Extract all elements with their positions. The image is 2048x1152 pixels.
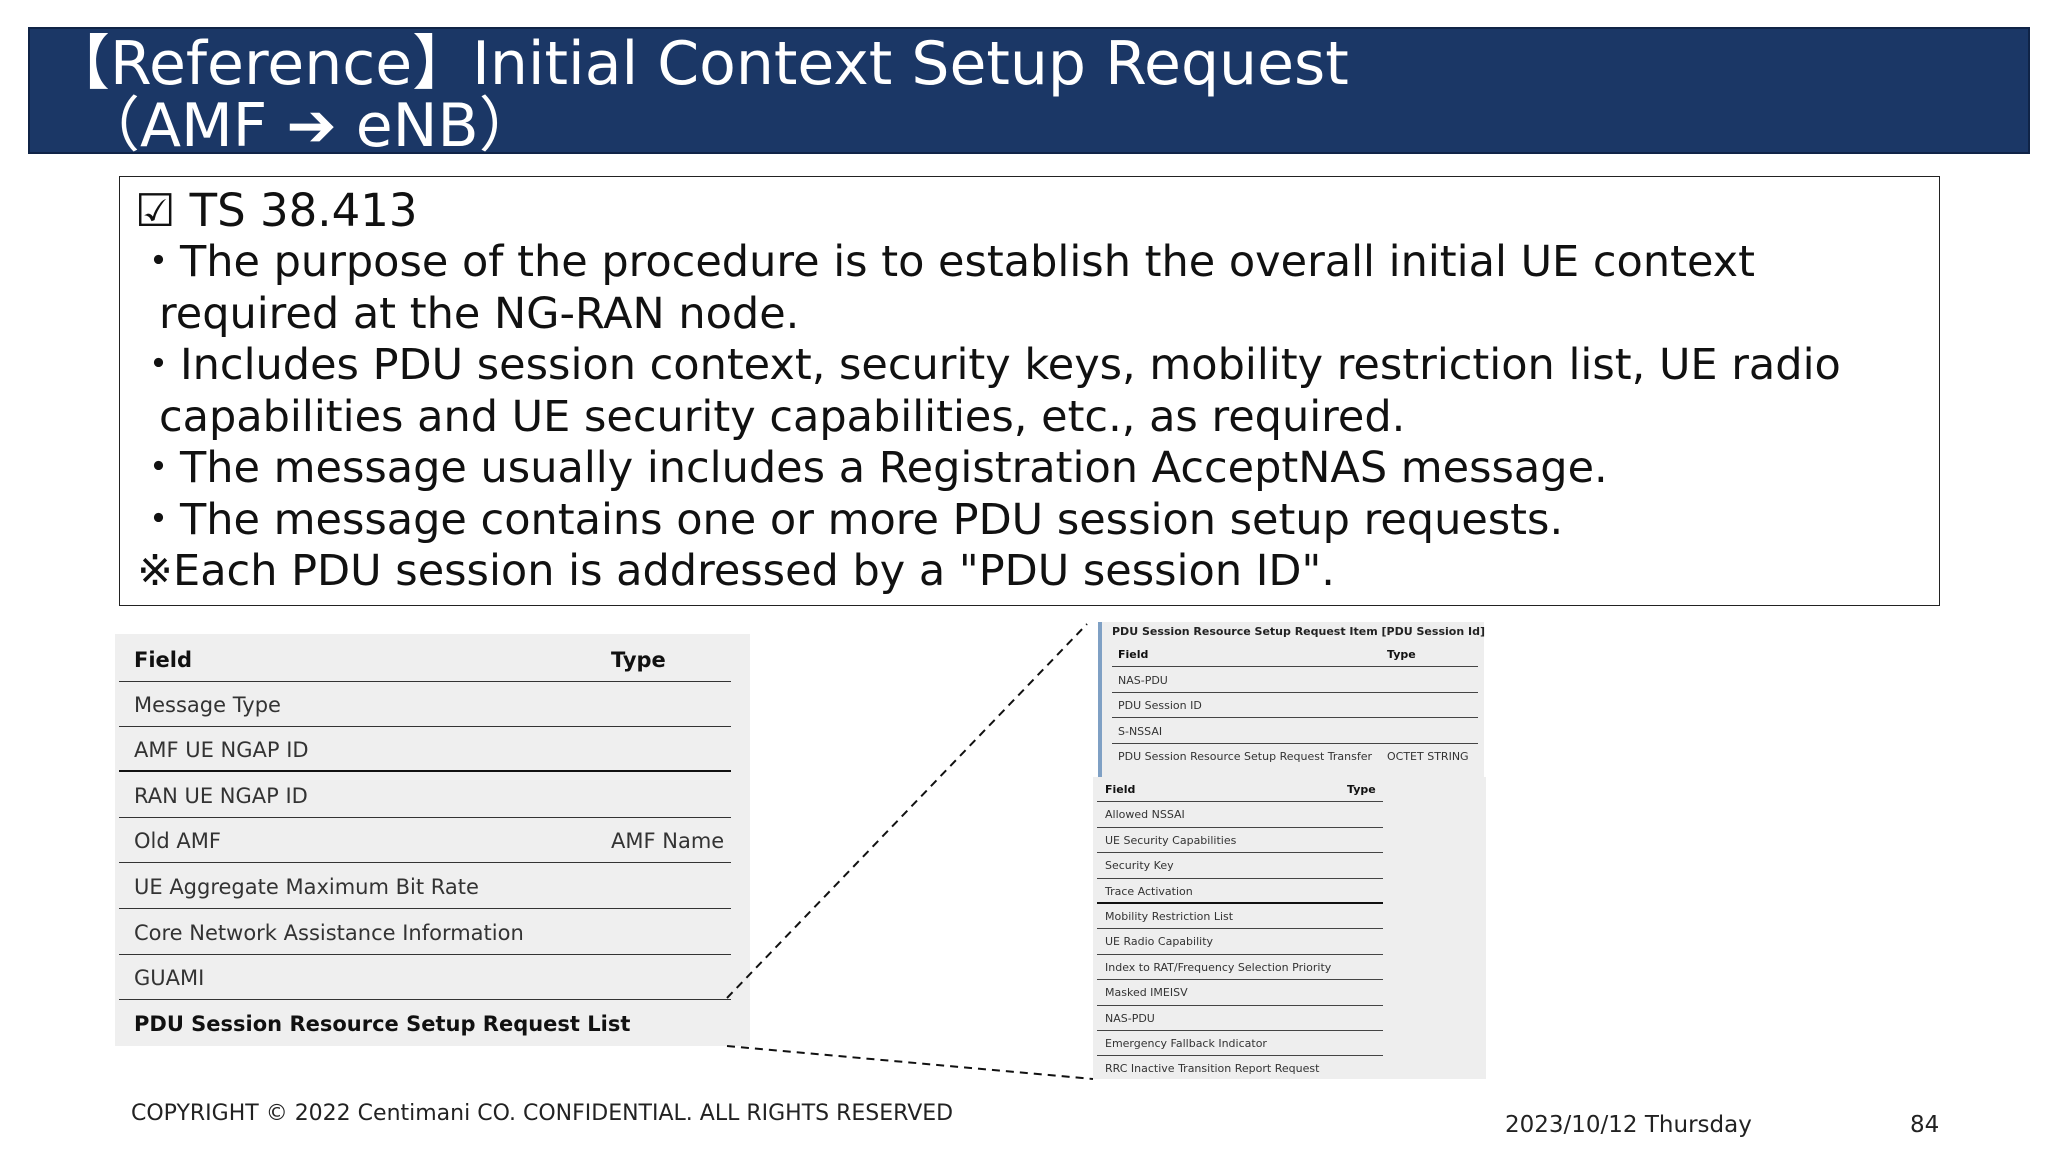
- row-field: Emergency Fallback Indicator: [1105, 1037, 1267, 1050]
- row-type: AMF Name: [611, 829, 725, 853]
- table-header: Field Type: [1097, 777, 1383, 803]
- row-field: PDU Session Resource Setup Request List: [134, 1012, 631, 1036]
- header-type: Type: [1347, 783, 1376, 796]
- pdu-session-item-table: PDU Session Resource Setup Request Item …: [1098, 622, 1485, 778]
- bullet-item: ・Includes PDU session context, security …: [137, 340, 1841, 442]
- row-field: NAS-PDU: [1105, 1011, 1155, 1025]
- page-title: 【Reference】Initial Context Setup Request: [50, 29, 1349, 99]
- table-row: Masked IMEISV: [1097, 980, 1383, 1006]
- note-text: ※Each PDU session is addressed by a "PDU…: [137, 546, 1335, 596]
- row-field: Core Network Assistance Information: [134, 921, 524, 945]
- table-row: Core Network Assistance Information: [119, 911, 731, 955]
- row-field: S-NSSAI: [1118, 725, 1163, 738]
- row-field: UE Aggregate Maximum Bit Rate: [134, 875, 479, 899]
- table-row: UE Security Capabilities: [1097, 828, 1383, 854]
- row-field: PDU Session ID: [1118, 699, 1202, 712]
- table-row: NAS-PDU: [1097, 1006, 1383, 1031]
- row-field: Mobility Restriction List: [1105, 910, 1234, 923]
- table-header: Field Type: [1112, 642, 1478, 667]
- table-row: Message Type: [119, 683, 731, 727]
- row-field: Trace Activation: [1105, 884, 1193, 898]
- row-field: Old AMF: [134, 829, 221, 853]
- table-row: RRC Inactive Transition Report Request: [1097, 1056, 1383, 1081]
- table-row: AMF UE NGAP ID: [119, 728, 731, 772]
- bullet-list: ・The purpose of the procedure is to esta…: [137, 237, 1927, 598]
- header-field: Field: [1105, 783, 1136, 796]
- table-row: Mobility Restriction List: [1097, 904, 1383, 930]
- row-field: Message Type: [134, 693, 281, 717]
- pdu-item-title: PDU Session Resource Setup Request Item …: [1112, 625, 1485, 638]
- context-fields-table: Field Type Allowed NSSAI UE Security Cap…: [1093, 777, 1486, 1079]
- row-field: Index to RAT/Frequency Selection Priorit…: [1105, 960, 1332, 974]
- bullet-item: ・The message contains one or more PDU se…: [137, 494, 1564, 545]
- row-field: NAS-PDU: [1118, 674, 1168, 687]
- table-row: NAS-PDU: [1112, 668, 1478, 693]
- bullet-item: ・The purpose of the procedure is to esta…: [137, 237, 1755, 339]
- table-row: PDU Session ID: [1112, 693, 1478, 718]
- copyright-text: COPYRIGHT © 2022 Centimani CO. CONFIDENT…: [131, 1101, 954, 1126]
- page-number: 84: [1910, 1112, 1940, 1138]
- header-type: Type: [611, 648, 666, 672]
- table-row: S-NSSAI: [1112, 719, 1478, 744]
- table-row: GUAMI: [119, 956, 731, 1000]
- row-field: UE Security Capabilities: [1105, 833, 1237, 847]
- row-field: PDU Session Resource Setup Request Trans…: [1118, 750, 1372, 763]
- table-row: Security Key: [1097, 853, 1383, 879]
- table-header: Field Type: [119, 638, 731, 682]
- table-row: Allowed NSSAI: [1097, 802, 1383, 828]
- table-row: UE Radio Capability: [1097, 929, 1383, 955]
- table-row: Emergency Fallback Indicator: [1097, 1031, 1383, 1057]
- row-field: Allowed NSSAI: [1105, 808, 1185, 822]
- row-field: RAN UE NGAP ID: [134, 784, 308, 808]
- spec-heading: ☑ TS 38.413: [135, 184, 418, 237]
- header-field: Field: [134, 648, 193, 672]
- table-row: Index to RAT/Frequency Selection Priorit…: [1097, 955, 1383, 981]
- table-row: RAN UE NGAP ID: [119, 774, 731, 818]
- header-type: Type: [1387, 648, 1416, 661]
- bullet-item: ・The message usually includes a Registra…: [137, 443, 1608, 493]
- row-field: RRC Inactive Transition Report Request: [1105, 1062, 1320, 1076]
- page-subtitle: （AMF ➔ eNB）: [80, 91, 539, 161]
- table-row: PDU Session Resource Setup Request Trans…: [1112, 744, 1478, 769]
- initial-context-setup-table: Field Type Message Type AMF UE NGAP ID R…: [115, 634, 750, 1046]
- row-field: UE Radio Capability: [1105, 935, 1214, 949]
- header-field: Field: [1118, 648, 1149, 661]
- title-bar: 【Reference】Initial Context Setup Request…: [28, 27, 2030, 161]
- row-type: OCTET STRING: [1387, 750, 1469, 763]
- row-field: Security Key: [1105, 859, 1174, 873]
- table-row: Trace Activation: [1097, 879, 1383, 904]
- table-row: Old AMF AMF Name: [119, 819, 731, 863]
- row-field: GUAMI: [134, 966, 205, 990]
- row-field: AMF UE NGAP ID: [134, 738, 309, 762]
- row-field: Masked IMEISV: [1105, 986, 1188, 1000]
- info-box: ☑ TS 38.413 ・The purpose of the procedur…: [119, 176, 1940, 606]
- table-row: UE Aggregate Maximum Bit Rate: [119, 865, 731, 909]
- table-row: PDU Session Resource Setup Request List: [119, 1002, 731, 1046]
- date-text: 2023/10/12 Thursday: [1505, 1112, 1752, 1138]
